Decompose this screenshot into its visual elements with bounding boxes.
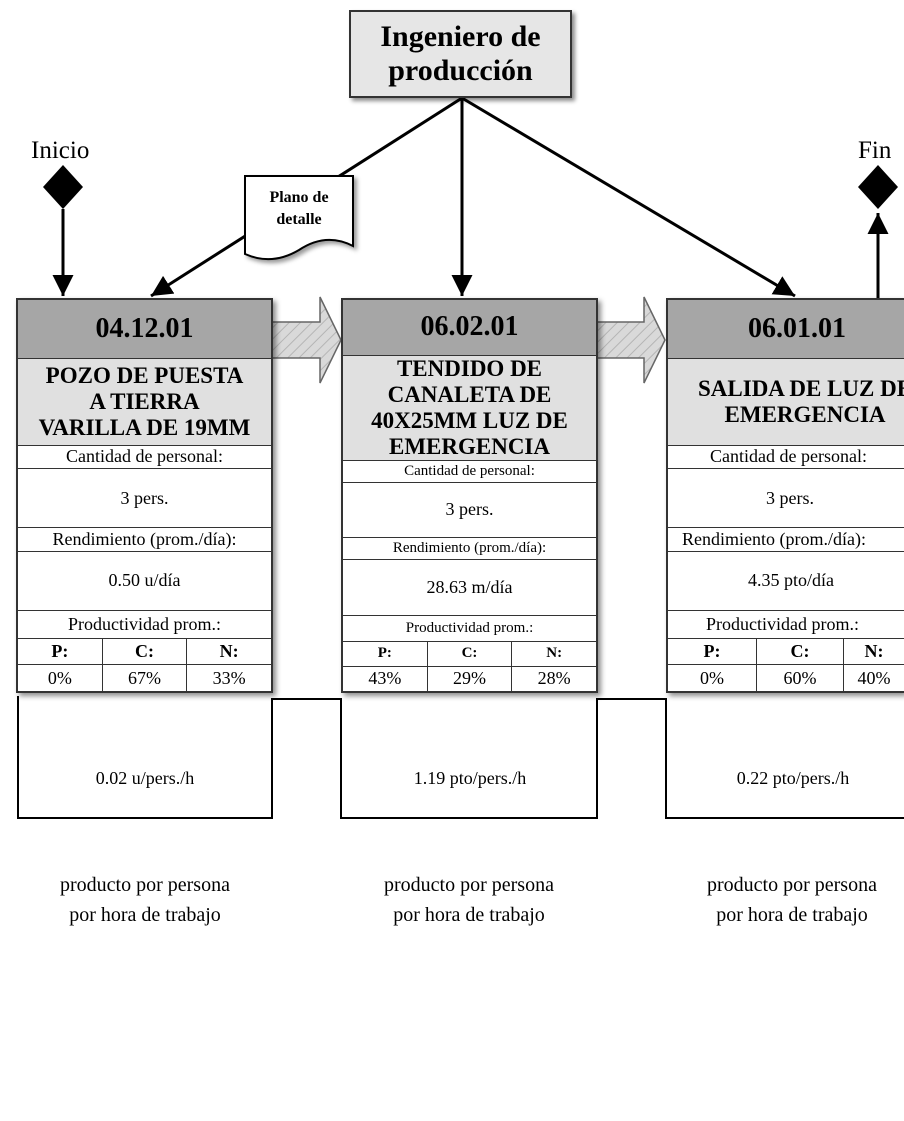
rate-value-3: 0.22 pto/pers./h xyxy=(736,767,850,788)
header-c: C: xyxy=(103,638,188,665)
personnel-value: 3 pers. xyxy=(668,469,904,529)
rate-value-1: 0.02 u/pers./h xyxy=(95,767,195,788)
document-icon xyxy=(244,175,354,261)
personnel-value: 3 pers. xyxy=(343,483,596,539)
start-diamond-icon xyxy=(43,165,83,209)
value-n: 28% xyxy=(537,668,571,689)
personnel-label: Cantidad de personal: xyxy=(668,446,904,470)
header-n: N: xyxy=(546,645,563,662)
rate-label-3: producto por persona por hora de trabajo xyxy=(707,874,877,926)
start-label: Inicio xyxy=(31,137,90,164)
header-n: N: xyxy=(864,640,884,661)
flow-arrow-2-icon xyxy=(595,296,666,384)
personnel-label: Cantidad de personal: xyxy=(18,446,271,470)
header-n: N: xyxy=(219,640,239,661)
rate-step-line xyxy=(17,696,904,819)
performance-value: 0.50 u/día xyxy=(18,552,271,612)
activity-code: 06.01.01 xyxy=(668,300,904,360)
productivity-value-row: 0% 60% 40% xyxy=(668,665,904,691)
personnel-value: 3 pers. xyxy=(18,469,271,529)
productivity-header-row: P: C: N: xyxy=(343,641,596,667)
activity-name: POZO DE PUESTA A TIERRA VARILLA DE 19MM xyxy=(18,359,271,446)
activity-code: 04.12.01 xyxy=(18,300,271,360)
performance-value: 28.63 m/día xyxy=(343,560,596,616)
activity-card-2: 06.02.01 TENDIDO DE CANALETA DE 40X25MM … xyxy=(341,298,598,693)
flow-arrow-1-icon xyxy=(271,296,342,384)
header-p: P: xyxy=(343,641,428,666)
activity-card-3: 06.01.01 SALIDA DE LUZ DE EMERGENCIA Can… xyxy=(666,298,904,693)
activity-name: SALIDA DE LUZ DE EMERGENCIA xyxy=(668,359,904,446)
personnel-label: Cantidad de personal: xyxy=(343,461,596,483)
performance-label: Rendimiento (prom./día): xyxy=(18,528,271,552)
value-c: 60% xyxy=(757,665,844,691)
engineer-box: Ingeniero de producción xyxy=(349,10,572,98)
productivity-header-row: P: C: N: xyxy=(18,638,271,666)
activity-card-1: 04.12.01 POZO DE PUESTA A TIERRA VARILLA… xyxy=(16,298,273,693)
productivity-value-row: 0% 67% 33% xyxy=(18,665,271,691)
performance-label: Rendimiento (prom./día): xyxy=(668,528,904,552)
value-n: 33% xyxy=(212,667,246,688)
activity-name: TENDIDO DE CANALETA DE 40X25MM LUZ DE EM… xyxy=(343,355,596,461)
value-c: 29% xyxy=(428,666,513,691)
rate-value-2: 1.19 pto/pers./h xyxy=(413,767,527,788)
value-p: 43% xyxy=(343,666,428,691)
activity-code: 06.02.01 xyxy=(343,300,596,356)
end-diamond-icon xyxy=(858,165,898,209)
productivity-header-row: P: C: N: xyxy=(668,638,904,666)
productivity-value-row: 43% 29% 28% xyxy=(343,666,596,691)
header-c: C: xyxy=(757,638,844,665)
value-n: 40% xyxy=(857,667,891,688)
value-p: 0% xyxy=(668,665,757,691)
header-p: P: xyxy=(18,638,103,665)
productivity-label: Productividad prom.: xyxy=(343,616,596,642)
header-c: C: xyxy=(428,641,513,666)
value-p: 0% xyxy=(18,665,103,691)
value-c: 67% xyxy=(103,665,188,691)
arrow-engineer-to-card-3 xyxy=(461,96,796,298)
rate-label-1: producto por persona por hora de trabajo xyxy=(60,874,230,926)
header-p: P: xyxy=(668,638,757,665)
productivity-label: Productividad prom.: xyxy=(668,611,904,639)
document-label: Plano de detalle xyxy=(269,189,329,228)
end-label: Fin xyxy=(858,137,892,164)
performance-label: Rendimiento (prom./día): xyxy=(343,538,596,561)
performance-value: 4.35 pto/día xyxy=(668,552,904,612)
productivity-label: Productividad prom.: xyxy=(18,611,271,639)
rate-label-2: producto por persona por hora de trabajo xyxy=(384,874,554,926)
